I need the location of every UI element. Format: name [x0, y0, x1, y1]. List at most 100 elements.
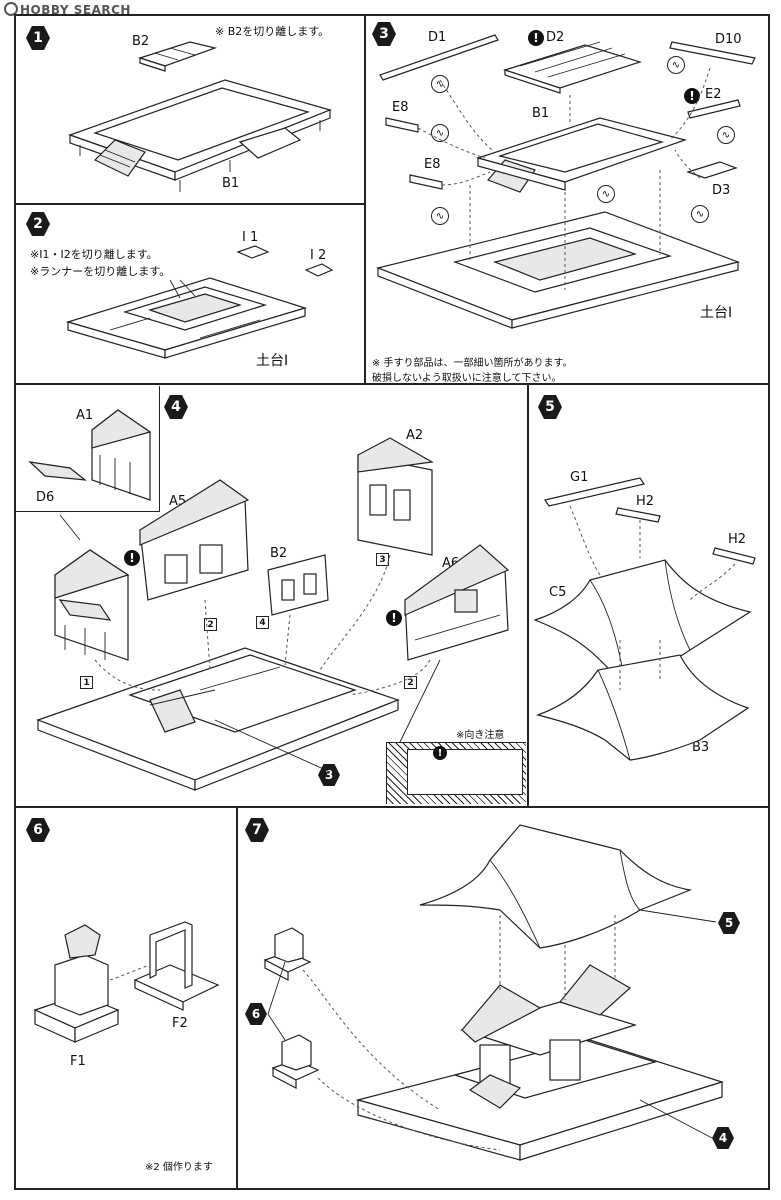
step-4-orientation-note: ※向き注意: [456, 730, 505, 741]
part-g1: [544, 477, 645, 507]
step-2-label-i1: I 1: [242, 230, 259, 245]
part-a2: [357, 437, 434, 556]
watermark: HOBBY SEARCH: [4, 2, 131, 17]
divider-v-top: [364, 14, 366, 384]
step-5-label-h2-a: H2: [636, 494, 655, 509]
step-4-order-4: 4: [256, 616, 269, 629]
step-3-label-e8-a: E8: [392, 100, 409, 115]
part-a1-assembled: [54, 549, 130, 661]
part-d6-detail: [28, 461, 87, 481]
warning-icon-e2-a: !: [684, 88, 700, 104]
step-5-badge: 5: [538, 395, 562, 419]
step-3-label-b1: B1: [532, 106, 550, 121]
part-i2: [304, 263, 334, 277]
divider-v-bottom: [236, 807, 238, 1190]
step-2-label-base: 土台I: [256, 353, 289, 369]
step-6-label-f2: F2: [172, 1016, 188, 1031]
watermark-text: HOBBY SEARCH: [20, 3, 131, 17]
step-1-label-b2: B2: [132, 34, 150, 49]
part-a5: [139, 479, 250, 601]
step-7-ref-step-6: 6: [245, 1003, 267, 1025]
step-3-label-e2-a: E2: [705, 87, 722, 102]
step-3-label-base: 土台I: [700, 305, 733, 321]
step-3-label-d10: D10: [715, 32, 742, 47]
divider-h-row1: [14, 383, 770, 385]
final-lion-a: [263, 927, 312, 981]
part-e2-a: [687, 99, 741, 119]
step-4-order-1: 1: [80, 676, 93, 689]
part-h2-a: [615, 507, 661, 523]
warning-icon-a6: !: [386, 610, 402, 626]
step-4-order-3: 3: [376, 553, 389, 566]
step-1-badge: 1: [26, 26, 50, 50]
step-2-label-i2: I 2: [310, 248, 327, 263]
part-h2-b: [712, 547, 756, 565]
part-a1-detail: [91, 409, 152, 501]
part-e8-a: [385, 117, 419, 133]
part-f2-frame: [133, 921, 220, 1011]
step-4-detail-inset: [16, 386, 160, 512]
step-3-note-2: 破損しないよう取扱いに注意して下さい。: [372, 373, 562, 384]
step-5-label-b3: B3: [692, 740, 710, 755]
glue-icon-d3: ∿: [691, 205, 709, 223]
divider-h-1-2: [14, 203, 365, 205]
part-b1-platform: [68, 79, 332, 192]
final-roof: [419, 824, 693, 949]
glue-icon-e2-b: ∿: [597, 185, 615, 203]
glue-icon-e2-a: ∿: [717, 126, 735, 144]
step-3-label-e8-b: E8: [424, 157, 441, 172]
warning-icon-orientation: !: [433, 746, 447, 760]
part-i1: [236, 245, 270, 259]
step-3-label-d3: D3: [712, 183, 731, 198]
orientation-detail-panel: [407, 749, 523, 795]
step-2-note-2: ※ランナーを切り離します。: [30, 265, 171, 278]
divider-v-mid: [527, 384, 529, 808]
part-d2: [503, 41, 642, 94]
part-c5-roof: [533, 559, 752, 686]
step-1-label-b1: B1: [222, 176, 240, 191]
step-3-label-d2: D2: [546, 30, 565, 45]
step-5-label-g1: G1: [570, 470, 589, 485]
step-3-badge: 3: [372, 22, 396, 46]
divider-h-row2: [14, 806, 770, 808]
step-7-ref-step-4: 4: [712, 1127, 734, 1149]
final-hall-assembly: [355, 964, 724, 1161]
step-6-label-f1: F1: [70, 1054, 86, 1069]
step-6-badge: 6: [26, 818, 50, 842]
step-4-orientation-detail: [386, 742, 526, 804]
final-lion-b: [271, 1034, 320, 1089]
glue-icon-d1: ∿: [431, 75, 449, 93]
part-f1-lion-statue: [33, 924, 120, 1043]
step-1-note: ※ B2を切り離します。: [215, 25, 330, 38]
part-base-i: [65, 277, 308, 359]
step-5-label-c5: C5: [549, 585, 567, 600]
step-4-badge: 4: [164, 395, 188, 419]
instruction-frame: [14, 14, 770, 1190]
part-b2: [267, 554, 329, 616]
step-5-label-h2-b: H2: [728, 532, 747, 547]
step-3-note-1: ※ 手すり部品は、一部細い箇所があります。: [372, 358, 573, 369]
part-b2-runner: [138, 41, 218, 72]
glue-icon-d10: ∿: [667, 56, 685, 74]
step-7-badge: 7: [245, 818, 269, 842]
step-2-badge: 2: [26, 212, 50, 236]
part-b3-roof: [536, 654, 750, 761]
part-b1-assembly: [475, 117, 688, 193]
step-4-label-a2: A2: [406, 428, 424, 443]
part-a6: [404, 544, 510, 661]
step-4-label-a1: A1: [76, 408, 94, 423]
step-3-label-d1: D1: [428, 30, 447, 45]
step-4-base-assembly: [36, 647, 400, 791]
step-4-order-2-a: 2: [204, 618, 217, 631]
hobby-search-logo-icon: [4, 2, 18, 16]
step-4-label-d6: D6: [36, 490, 55, 505]
part-d10: [669, 41, 756, 65]
part-e8-b: [409, 174, 443, 190]
part-d3: [686, 161, 738, 179]
